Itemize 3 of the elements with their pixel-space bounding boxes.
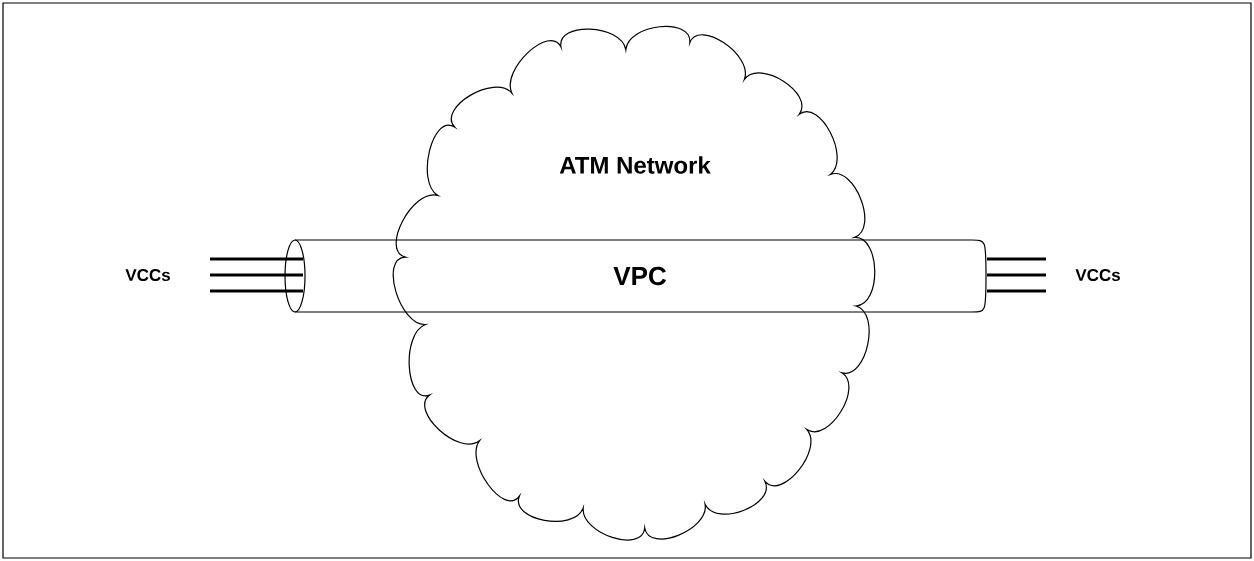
bundle-label: VCCs — [1075, 268, 1120, 281]
node-label: VPC — [613, 266, 667, 286]
bundle-label: VCCs — [125, 268, 170, 281]
